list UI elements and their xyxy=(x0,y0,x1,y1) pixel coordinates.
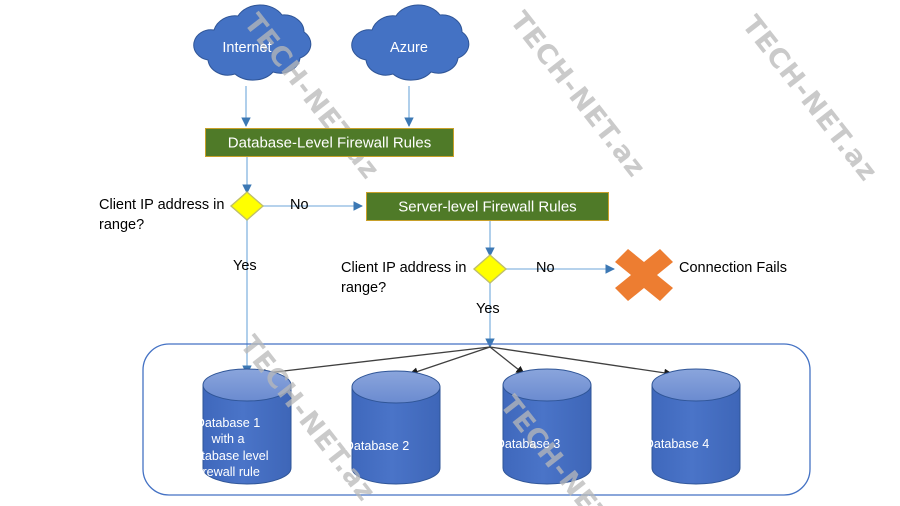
database-1-shape[interactable] xyxy=(202,368,292,485)
database-level-decision-question: Client IP address in range? xyxy=(99,197,225,233)
database-2-label: Database 2 xyxy=(344,438,410,453)
database-level-firewall-rules-box[interactable]: Database-Level Firewall Rules xyxy=(205,128,454,157)
server-level-firewall-rules-label: Server-level Firewall Rules xyxy=(398,198,577,215)
connector-fanout-db3 xyxy=(489,346,526,375)
internet-cloud-shape xyxy=(193,4,312,81)
connection-fails-label: Connection Fails xyxy=(679,260,787,276)
server-level-decision-yes-label: Yes xyxy=(476,301,500,317)
database-4-shape[interactable] xyxy=(651,368,741,485)
connector-fanout-db4 xyxy=(489,346,674,377)
connector-fanout-db2 xyxy=(408,346,491,376)
server-level-decision-question: Client IP address in range? xyxy=(341,260,467,296)
database-3-shape[interactable] xyxy=(502,368,592,485)
database-2-shape[interactable] xyxy=(351,370,441,485)
database-level-decision-shape[interactable] xyxy=(229,191,265,221)
server-level-decision-shape[interactable] xyxy=(472,254,508,284)
server-level-decision-no-label: No xyxy=(536,260,555,276)
database-level-firewall-rules-label: Database-Level Firewall Rules xyxy=(227,134,432,151)
database-level-decision-yes-label: Yes xyxy=(233,258,257,274)
database-group-container xyxy=(142,343,811,496)
connector-fanout-db1 xyxy=(256,346,491,378)
cross-icon xyxy=(615,249,673,301)
database-4-label: Database 4 xyxy=(644,436,710,451)
azure-cloud-shape xyxy=(351,4,470,81)
server-level-firewall-rules-box[interactable]: Server-level Firewall Rules xyxy=(366,192,609,221)
database-1-label: Database 1 with a database level firewal… xyxy=(187,415,269,480)
database-level-decision-no-label: No xyxy=(290,197,309,213)
azure-cloud-label: Azure xyxy=(390,40,428,56)
database-3-label: Database 3 xyxy=(495,436,561,451)
internet-cloud-label: Internet xyxy=(222,40,272,56)
